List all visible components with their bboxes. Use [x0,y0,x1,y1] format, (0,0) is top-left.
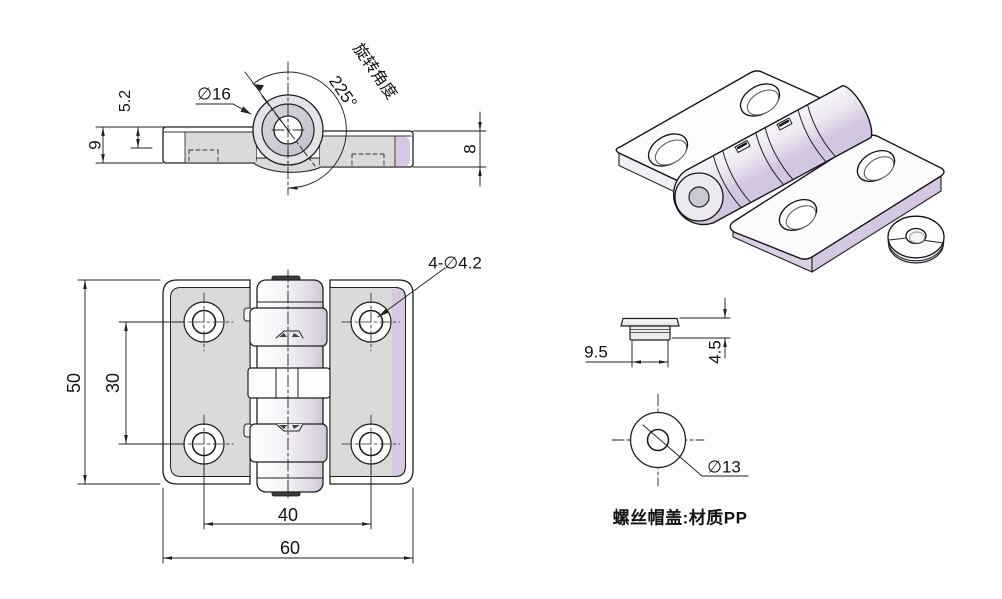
cap-material-note: 螺丝帽盖:材质PP [612,508,748,528]
dim-40-label: 40 [277,505,299,525]
cap-side-view [585,297,731,368]
dim-50-label: 50 [64,372,84,394]
cap-top-view [611,393,749,487]
holes-callout-label: 4-∅4.2 [428,253,482,273]
dim-9-5-label: 9.5 [584,342,608,362]
dia-16-label: ∅16 [197,84,231,104]
dim-9-label: 9 [85,140,105,150]
front-view-drawing [77,267,446,564]
dim-5-2-label: 5.2 [117,89,134,113]
screw-cap-3d [887,215,945,264]
dim-4-5-label: 4.5 [705,340,725,364]
dim-60-label: 60 [279,538,301,558]
side-view-drawing [95,61,487,196]
dim-8-label: 8 [460,144,480,154]
dim-30-label: 30 [103,372,123,394]
iso-view-drawing [615,70,945,273]
dia-13-label: ∅13 [707,457,741,477]
